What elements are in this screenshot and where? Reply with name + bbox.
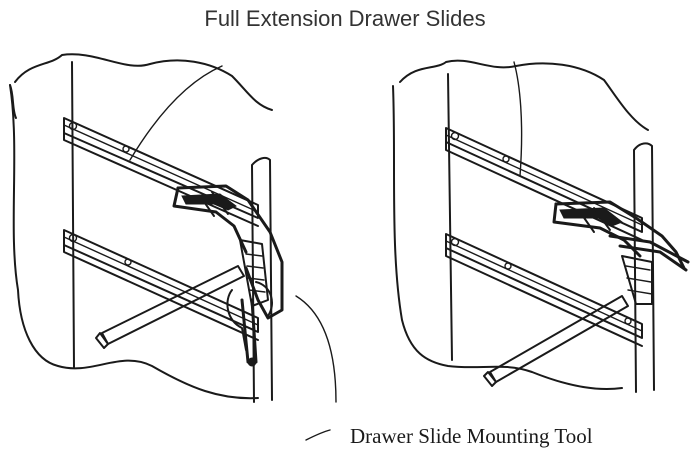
bottom-label-leader-tick	[305, 429, 331, 441]
left-cabinet-panel	[9, 53, 273, 400]
left-title-leader-line	[129, 65, 223, 161]
right-illustration	[392, 59, 690, 393]
right-mounting-tool	[483, 200, 690, 387]
left-illustration	[9, 53, 337, 403]
left-lower-drawer-slide	[63, 229, 259, 341]
left-mounting-tool	[95, 184, 284, 367]
left-tool-leader-line	[295, 295, 337, 403]
label-drawer-slide-mounting-tool: Drawer Slide Mounting Tool	[350, 424, 593, 448]
label-full-extension-drawer-slides: Full Extension Drawer Slides	[204, 6, 486, 31]
right-title-leader-line	[513, 61, 523, 177]
right-cabinet-front-edge	[447, 73, 453, 361]
right-lower-drawer-slide	[445, 233, 643, 347]
left-cabinet-front-edge	[71, 61, 75, 369]
right-cabinet-panel	[392, 59, 649, 391]
